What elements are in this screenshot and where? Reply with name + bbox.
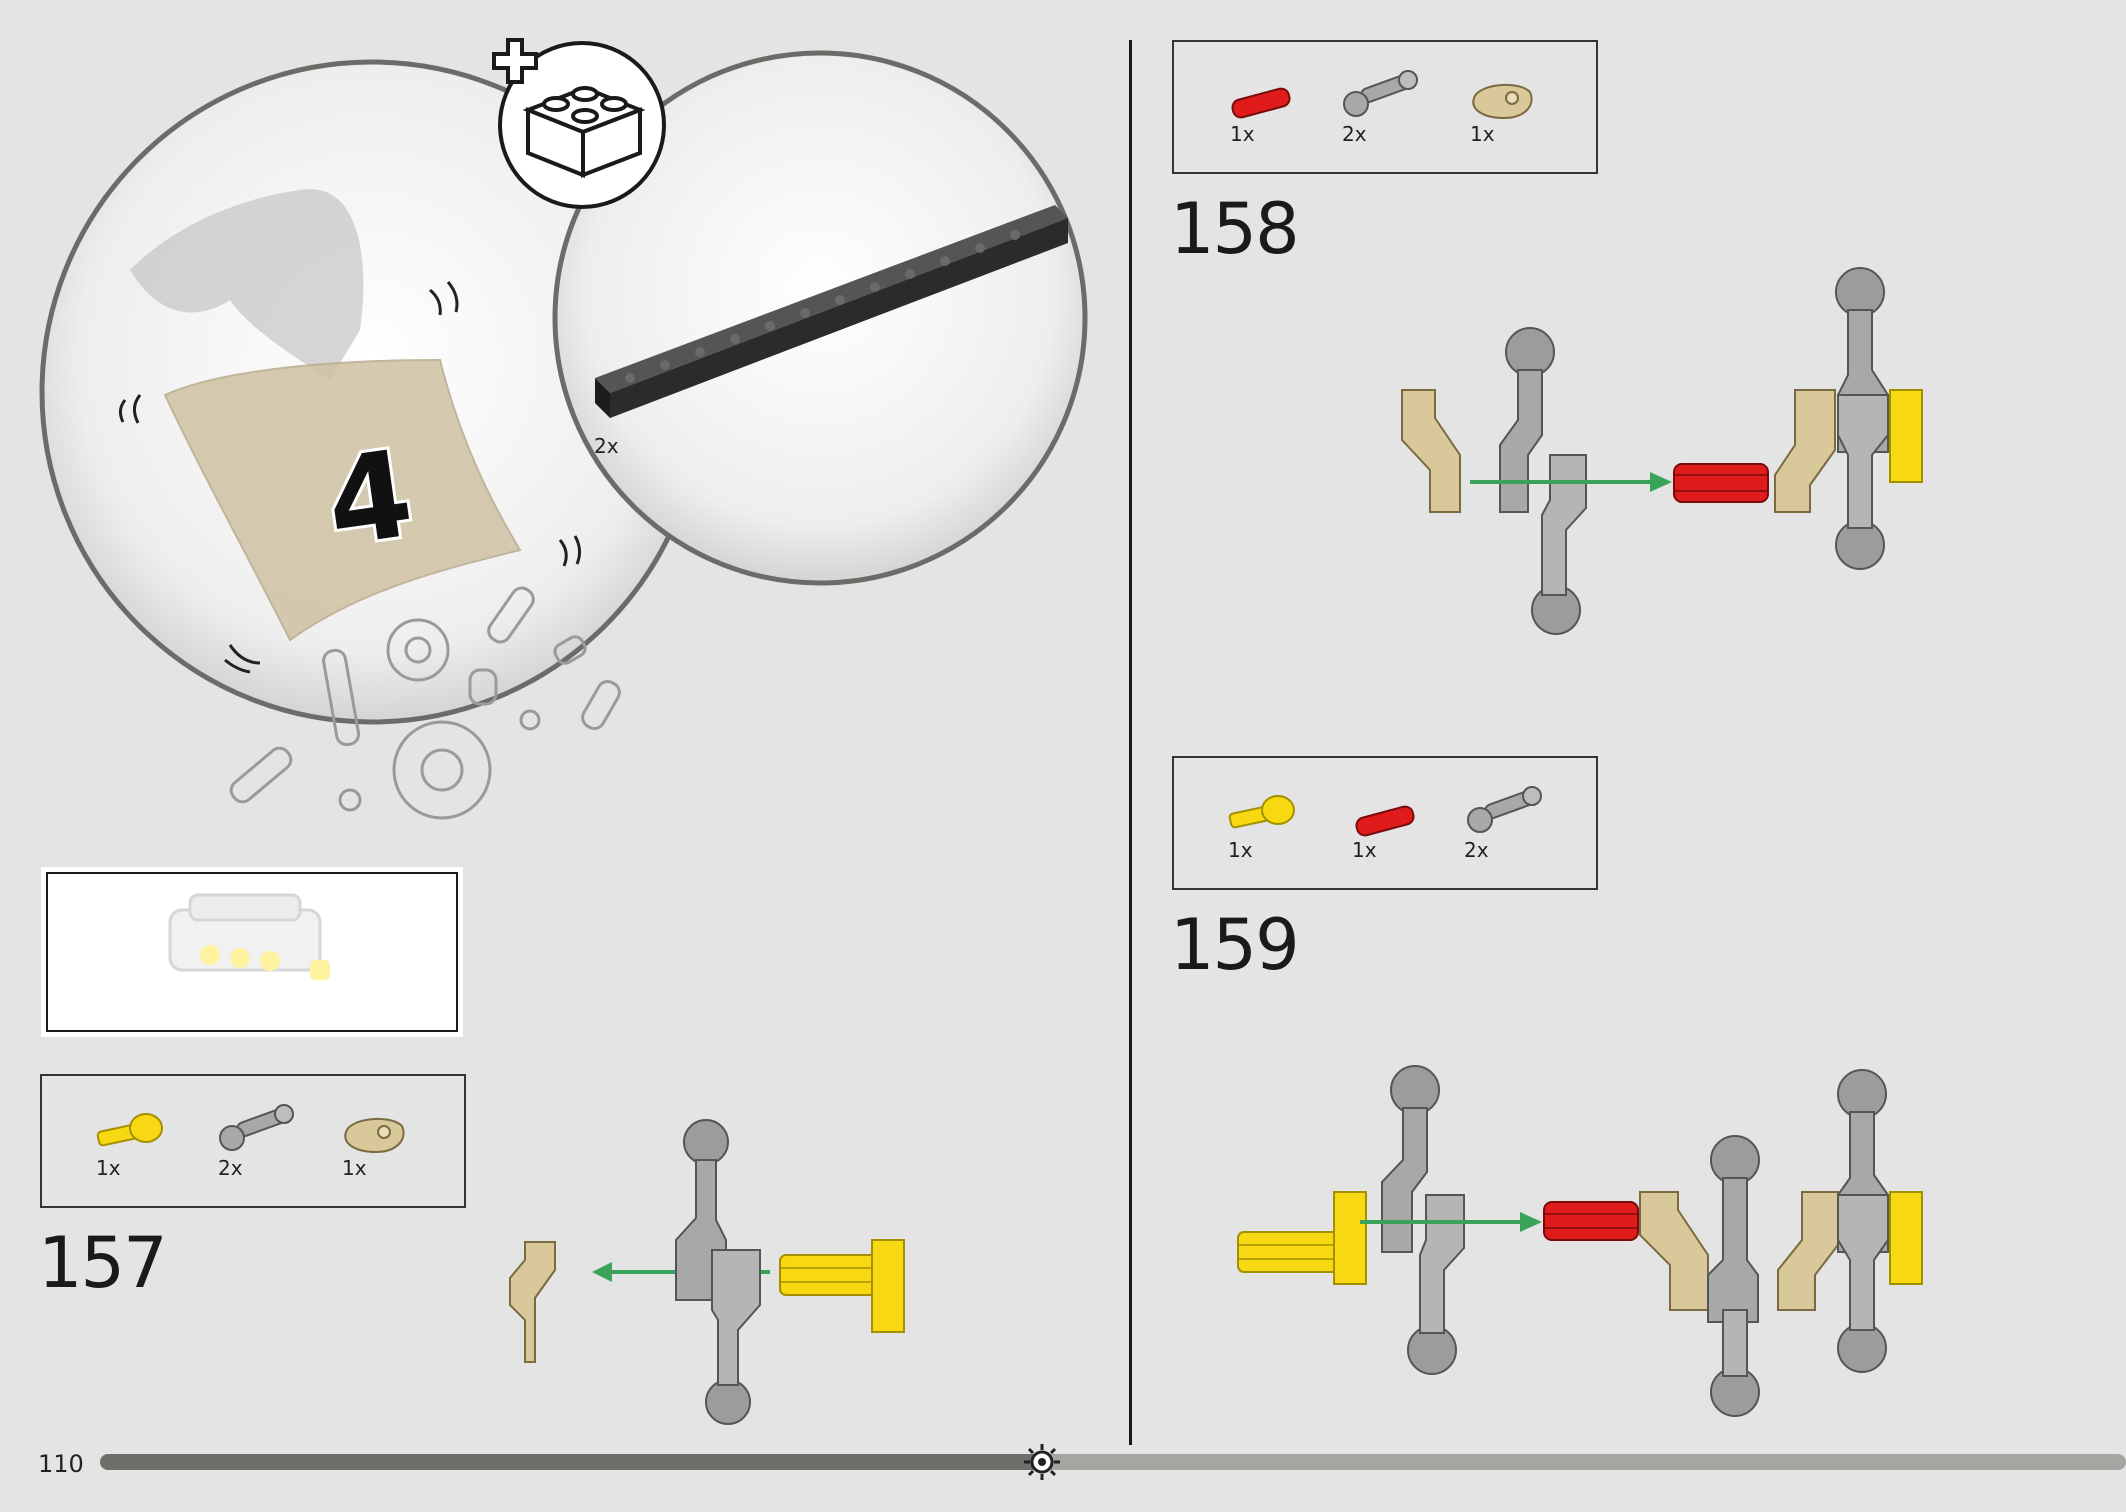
page-divider: [1129, 40, 1132, 1445]
step-157-assembly: [509, 1119, 905, 1425]
bag-callout-illustration: [39, 38, 1088, 820]
step-157-part-3-qty: 1x: [342, 1156, 367, 1180]
step-157-number: 157: [38, 1222, 168, 1304]
step-158-assembly: [1401, 267, 1923, 635]
red-pin-icon: [1231, 87, 1291, 119]
red-pin-icon: [1355, 805, 1415, 837]
step-157-part-1-qty: 1x: [96, 1156, 121, 1180]
engine-block-preview: [168, 893, 330, 980]
beam-quantity: 2x: [594, 434, 619, 458]
step-157-part-2-qty: 2x: [218, 1156, 243, 1180]
step-159-part-1-qty: 1x: [1228, 838, 1253, 862]
step-158-part-1-qty: 1x: [1230, 122, 1255, 146]
grey-crank-arm-icon: [1343, 70, 1418, 117]
step-158-part-2-qty: 2x: [1342, 122, 1367, 146]
yellow-axle-pin-icon: [96, 1113, 163, 1147]
progress-fill: [100, 1454, 1042, 1470]
grey-crank-arm-icon: [219, 1104, 294, 1151]
yellow-axle-pin-icon: [1228, 795, 1295, 829]
plus-icon: [492, 38, 538, 84]
tan-connector-icon: [1472, 83, 1533, 120]
grey-crank-arm-icon: [1467, 786, 1542, 833]
step-158-part-3-qty: 1x: [1470, 122, 1495, 146]
page-number: 110: [38, 1450, 84, 1478]
step-159-assembly: [1237, 1065, 1923, 1417]
progress-gear-icon: [1024, 1444, 1060, 1480]
step-159-number: 159: [1170, 904, 1300, 986]
step-159-part-2-qty: 1x: [1352, 838, 1377, 862]
black-beam-15: [595, 205, 1068, 418]
step-158-number: 158: [1170, 188, 1300, 270]
brick-icon: [522, 85, 646, 178]
tan-connector-icon: [344, 1117, 405, 1154]
parts-bag: [163, 358, 522, 642]
step-159-part-3-qty: 2x: [1464, 838, 1489, 862]
